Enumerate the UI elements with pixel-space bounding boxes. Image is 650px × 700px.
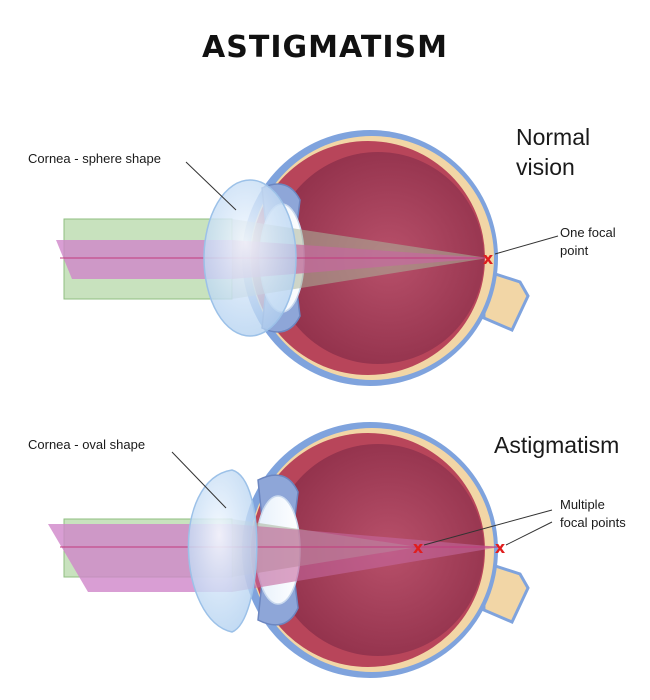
focal-leader-line xyxy=(494,235,559,255)
focal-point-mark-2: x xyxy=(495,538,506,557)
pink-beam xyxy=(56,240,232,279)
cornea-oval-label: Cornea - oval shape xyxy=(28,437,146,452)
one-focal-point-label: One focal point xyxy=(560,224,616,260)
top-eye: x xyxy=(56,130,559,386)
cornea-sphere-label: Cornea - sphere shape xyxy=(28,151,161,166)
cornea-sphere xyxy=(203,179,297,337)
focal-leader-line-2 xyxy=(505,521,553,546)
page-title: ASTIGMATISM xyxy=(202,30,448,65)
cornea-leader-line xyxy=(185,161,237,211)
label-line-2: point xyxy=(560,243,589,258)
label-line-1: One focal xyxy=(560,225,616,240)
focal-point-mark: x xyxy=(483,249,494,268)
focal-leader-line-1 xyxy=(423,509,553,546)
label-line-1: Multiple xyxy=(560,497,605,512)
label-line-2: focal points xyxy=(560,515,626,530)
cornea-oval xyxy=(187,469,258,633)
pink-beam xyxy=(48,524,232,592)
bottom-eye: x x xyxy=(48,422,553,678)
heading-line-2: vision xyxy=(516,154,575,180)
normal-vision-heading: Normal vision xyxy=(516,122,590,182)
astigmatism-heading: Astigmatism xyxy=(494,432,620,458)
focal-point-mark-1: x xyxy=(413,538,424,557)
multiple-focal-points-label: Multiple focal points xyxy=(560,496,626,532)
pink-rays xyxy=(232,524,500,592)
heading-line-1: Normal xyxy=(516,124,591,150)
cornea-leader-line xyxy=(171,451,227,509)
